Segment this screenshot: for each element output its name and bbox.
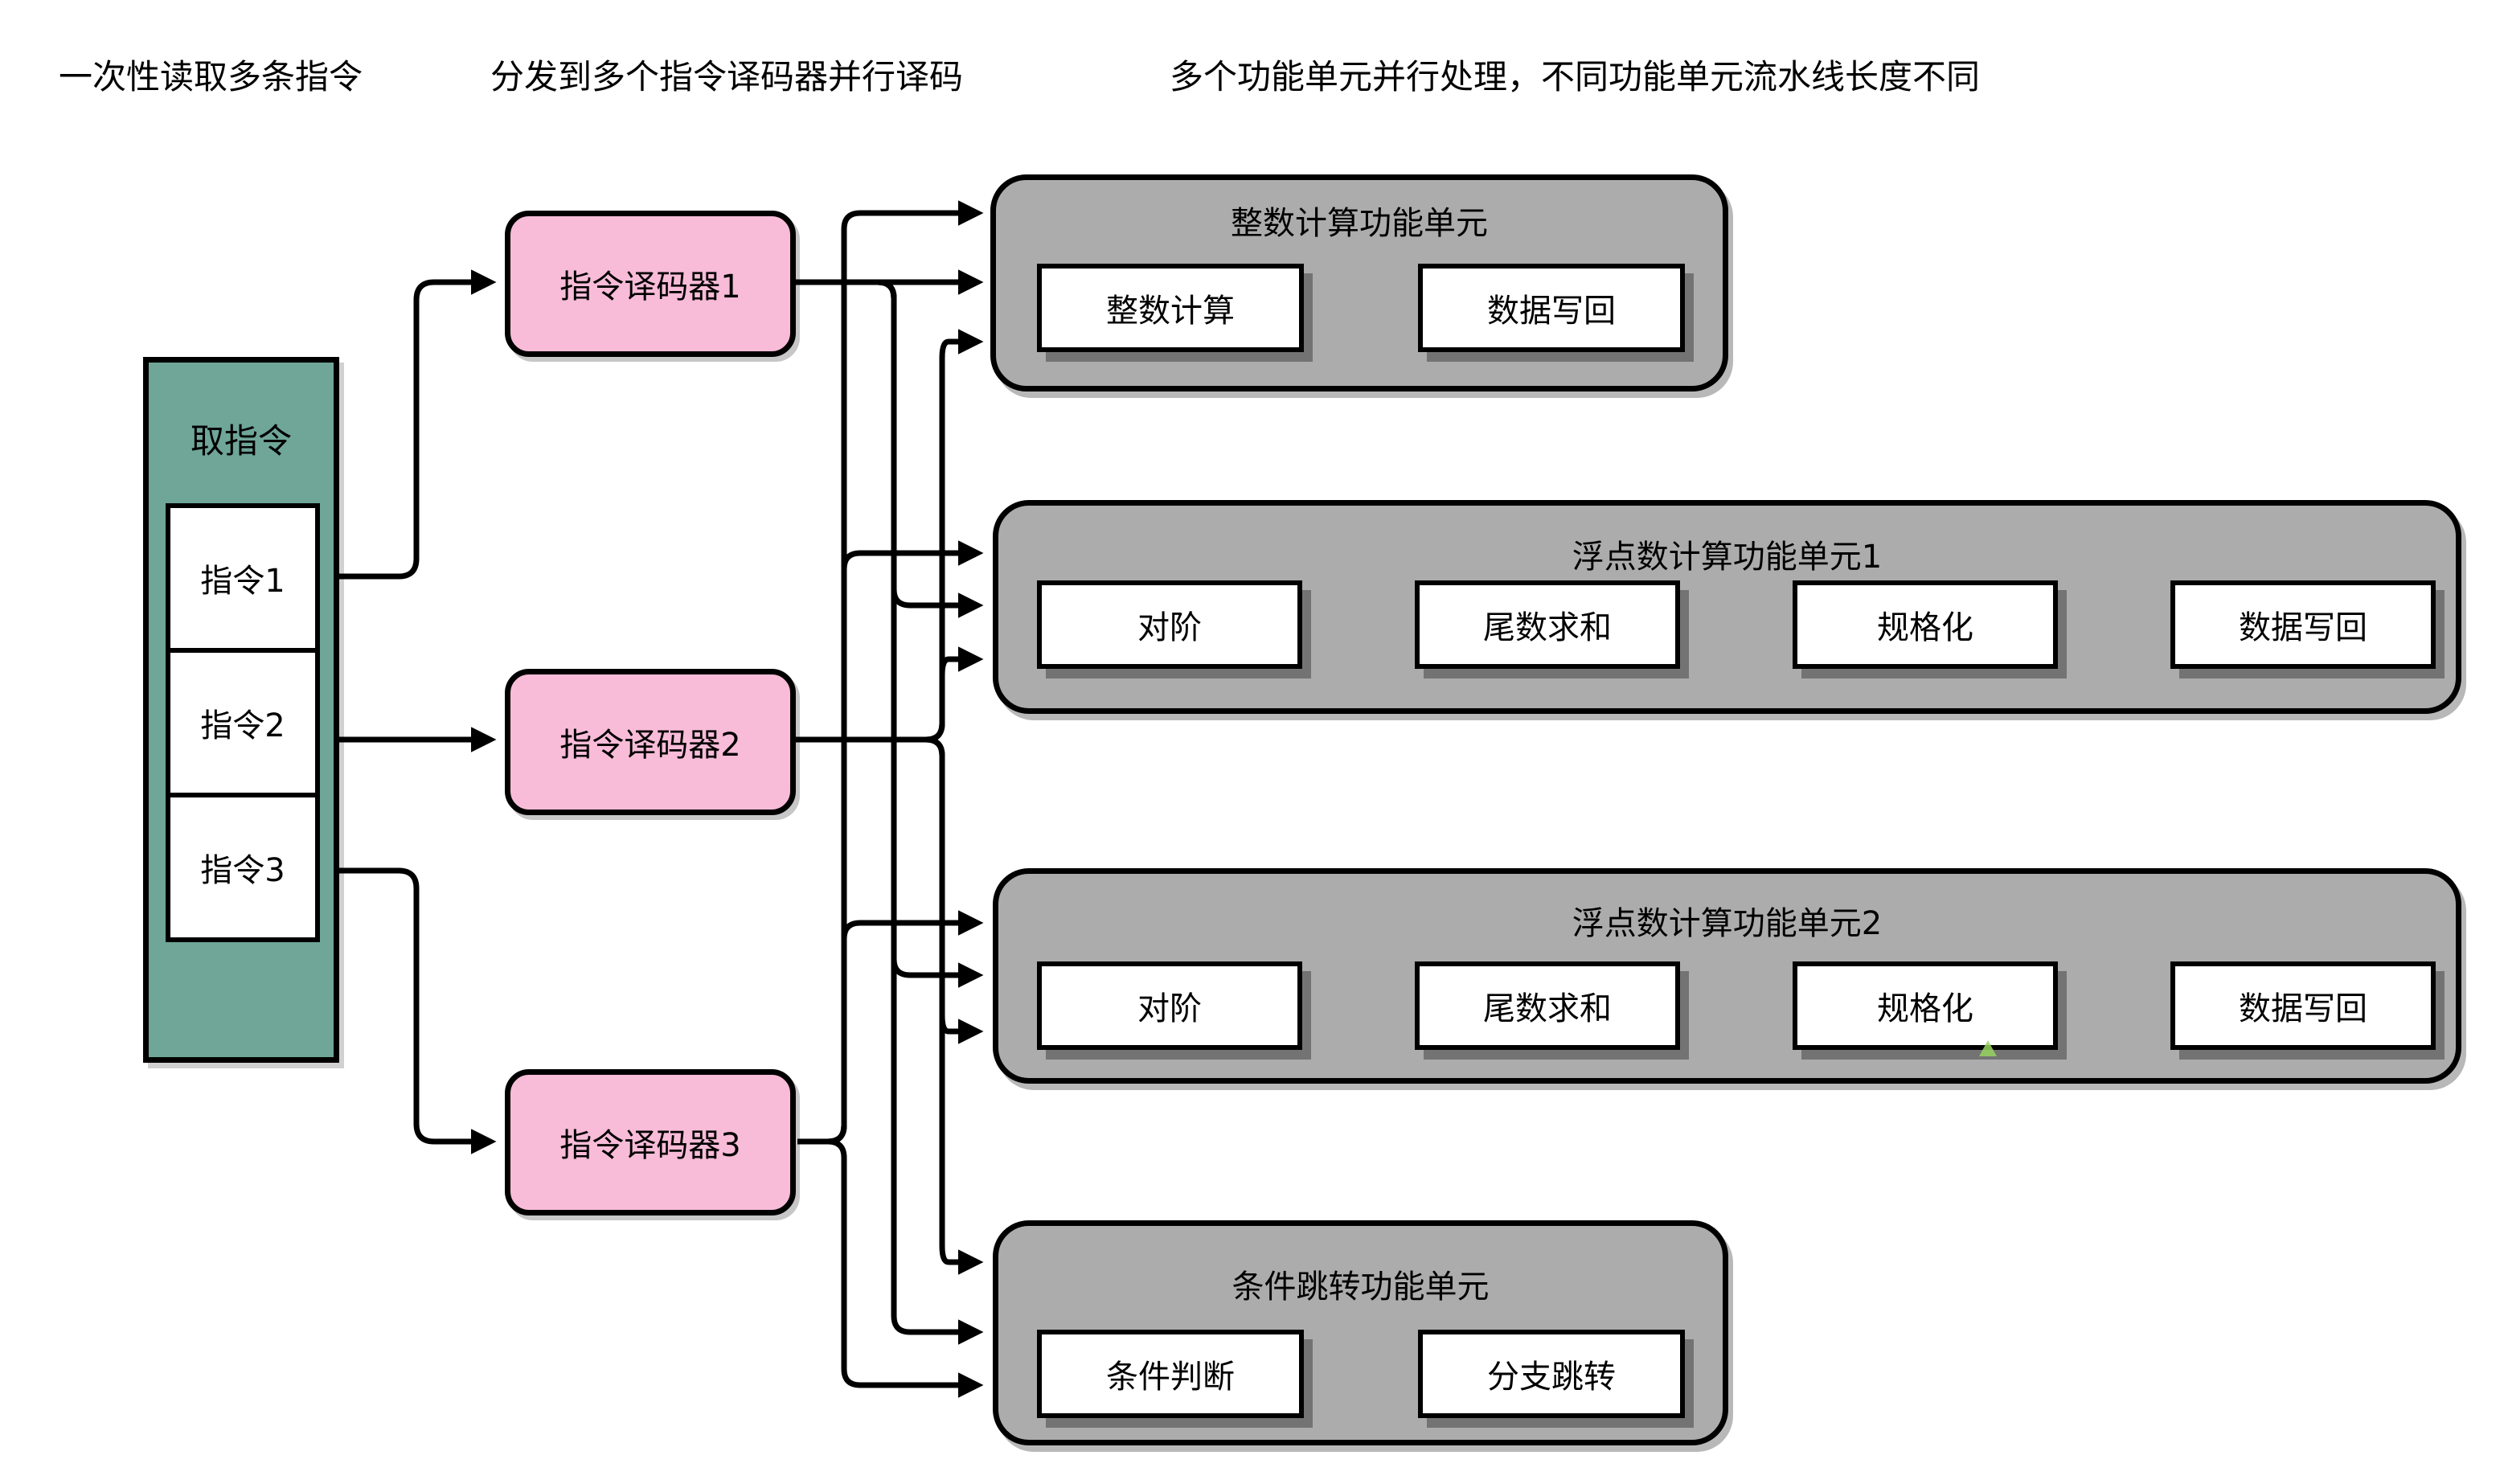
decoder-3-box: 指令译码器3 (505, 1069, 796, 1215)
arrow-d2-u2 (796, 646, 984, 743)
float-unit1-title: 浮点数计算功能单元1 (1572, 539, 1883, 576)
arrow-d3-u4 (797, 1138, 984, 1398)
arrow-instr1-decoder1 (320, 269, 497, 580)
branch-unit-title: 条件跳转功能单元 (1232, 1269, 1490, 1306)
artifact-mark (1979, 1040, 1997, 1056)
stage-integer-writeback: 数据写回 (1418, 264, 1685, 352)
stage-f1-mantissa: 尾数求和 (1415, 580, 1680, 669)
note-fetch: 一次性读取多条指令 (59, 57, 363, 96)
stage-f1-normalize: 规格化 (1793, 580, 2058, 669)
float-unit2-title: 浮点数计算功能单元2 (1572, 905, 1883, 942)
arrow-d3-u1 (797, 200, 984, 1145)
arrow-d2-u1 (796, 329, 984, 743)
arrow-d1-u2 (796, 279, 984, 618)
instruction-2-box: 指令2 (166, 648, 320, 797)
stage-integer-compute: 整数计算 (1037, 264, 1304, 352)
fetch-unit-title: 取指令 (190, 421, 292, 461)
note-decode: 分发到多个指令译码器并行译码 (490, 57, 964, 96)
stage-f2-mantissa: 尾数求和 (1415, 961, 1680, 1050)
stage-f2-normalize: 规格化 (1793, 961, 2058, 1050)
arrow-d3-u2 (797, 540, 984, 1145)
stage-f2-writeback: 数据写回 (2170, 961, 2436, 1050)
note-units: 多个功能单元并行处理，不同功能单元流水线长度不同 (1170, 57, 1981, 96)
integer-unit-title: 整数计算功能单元 (1231, 205, 1488, 242)
stage-f1-align: 对阶 (1037, 580, 1302, 669)
instruction-1-box: 指令1 (166, 503, 320, 653)
stage-branch-jump: 分支跳转 (1418, 1330, 1685, 1418)
arrow-d1-u4 (796, 279, 984, 1345)
decoder-1-box: 指令译码器1 (505, 211, 796, 357)
stage-f1-writeback: 数据写回 (2170, 580, 2436, 669)
arrow-d2-u3 (796, 736, 984, 1044)
arrow-d3-u3 (797, 910, 984, 1145)
stage-f2-align: 对阶 (1037, 961, 1302, 1050)
stage-branch-condition: 条件判断 (1037, 1330, 1304, 1418)
decoder-2-box: 指令译码器2 (505, 669, 796, 815)
instruction-3-box: 指令3 (166, 793, 320, 942)
arrow-d1-u3 (796, 279, 984, 988)
arrow-instr3-decoder3 (320, 867, 497, 1154)
arrow-d2-u4 (796, 736, 984, 1275)
